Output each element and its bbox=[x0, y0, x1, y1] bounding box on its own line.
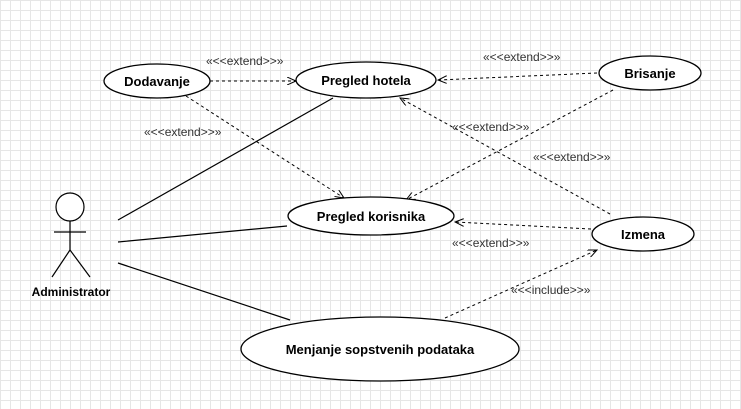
actor-label: Administrator bbox=[32, 285, 111, 299]
actor-left-leg bbox=[51, 249, 71, 278]
use-case-dodavanje-label: Dodavanje bbox=[124, 74, 190, 89]
label-include-menjanje-izmena: «<<include>>» bbox=[511, 283, 591, 297]
use-case-brisanje-shape bbox=[598, 55, 702, 91]
association-pregled-hotela bbox=[117, 97, 334, 221]
association-menjanje bbox=[117, 262, 291, 321]
label-extend-brisanje-hotela: «<<extend>>» bbox=[483, 50, 561, 64]
extend-brisanje-to-pregled-korisnika bbox=[406, 89, 614, 200]
include-menjanje-to-izmena bbox=[444, 250, 597, 319]
extend-dodavanje-to-pregled-korisnika bbox=[185, 95, 344, 198]
label-extend-izmena-hotela-a: «<<extend>>» bbox=[452, 120, 530, 134]
use-case-brisanje[interactable]: Brisanje bbox=[598, 55, 702, 91]
actor-administrator[interactable]: Administrator bbox=[32, 192, 111, 299]
label-extend-izmena-korisnika: «<<extend>>» bbox=[452, 236, 530, 250]
use-case-pregled-hotela-shape bbox=[295, 61, 437, 99]
extend-izmena-to-pregled-hotela bbox=[400, 98, 611, 215]
use-case-dodavanje[interactable]: Dodavanje bbox=[103, 63, 211, 99]
actor-right-leg bbox=[69, 249, 91, 278]
use-case-pregled-hotela[interactable]: Pregled hotela bbox=[295, 61, 437, 99]
use-case-pregled-hotela-label: Pregled hotela bbox=[321, 73, 411, 88]
label-extend-dodavanje-hotela: «<<extend>>» bbox=[206, 54, 284, 68]
use-case-brisanje-label: Brisanje bbox=[624, 66, 675, 81]
use-case-menjanje-label: Menjanje sopstvenih podataka bbox=[286, 342, 475, 357]
label-extend-dodavanje-korisnika: «<<extend>>» bbox=[144, 125, 222, 139]
use-case-pregled-korisnika-label: Pregled korisnika bbox=[317, 209, 426, 224]
actor-head bbox=[55, 192, 85, 222]
use-case-menjanje-shape bbox=[240, 316, 520, 382]
use-case-pregled-korisnika-shape bbox=[287, 196, 455, 236]
use-case-pregled-korisnika[interactable]: Pregled korisnika bbox=[287, 196, 455, 236]
extend-izmena-to-pregled-korisnika bbox=[455, 222, 592, 230]
use-case-menjanje-sopstvenih-podataka[interactable]: Menjanje sopstvenih podataka bbox=[240, 316, 520, 382]
association-pregled-korisnika bbox=[117, 225, 288, 243]
label-extend-izmena-hotela-b: «<<extend>>» bbox=[533, 150, 611, 164]
use-case-izmena[interactable]: Izmena bbox=[591, 216, 695, 252]
extend-brisanje-to-pregled-hotela bbox=[438, 72, 598, 80]
use-case-izmena-label: Izmena bbox=[621, 227, 666, 242]
use-case-dodavanje-shape bbox=[103, 63, 211, 99]
use-case-izmena-shape bbox=[591, 216, 695, 252]
